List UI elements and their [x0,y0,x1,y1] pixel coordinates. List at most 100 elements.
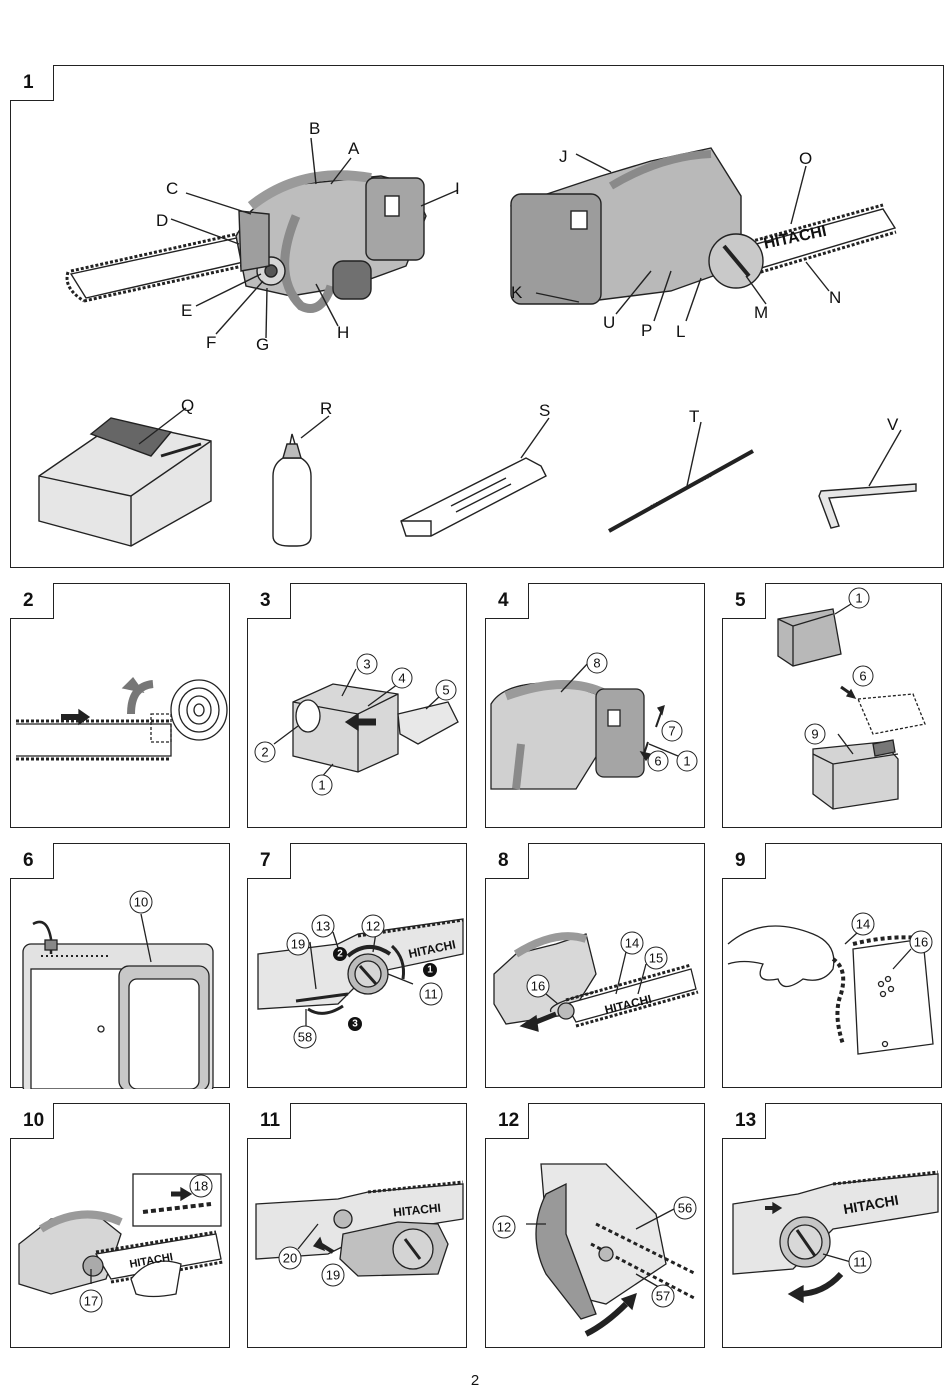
figure-4-drawing: 8 7 6 1 [490,652,698,790]
figure-13-drawing: HITACHI 11 [732,1170,939,1304]
callout-15: 15 [644,946,668,970]
callout-12: 12 [492,1215,516,1239]
figure-number: 2 [10,583,54,619]
figure-7-drawing: HITACHI 19 13 12 11 58 1 2 3 [257,914,464,1049]
figure-3-drawing: 3 4 5 2 1 [254,653,459,796]
callout-8: 8 [586,652,608,674]
callout-10: 10 [129,890,153,914]
figure-10: 10 HITACHI 18 17 [10,1103,230,1348]
svg-text:17: 17 [84,1294,98,1309]
callout-16: 16 [526,974,550,998]
label-d: D [156,211,168,230]
callout-12: 12 [361,914,385,938]
callout-9: 9 [804,723,826,745]
figure-number: 8 [485,843,529,879]
label-q: Q [181,396,194,415]
label-u: U [603,313,615,332]
label-g: G [256,335,269,354]
svg-text:58: 58 [298,1030,312,1045]
label-c: C [166,179,178,198]
svg-text:7: 7 [668,724,675,739]
label-v: V [887,415,899,434]
svg-text:10: 10 [134,895,148,910]
callout-6: 6 [852,665,874,687]
callout-56: 56 [673,1196,697,1220]
svg-text:1: 1 [427,965,433,976]
callout-20: 20 [278,1246,302,1270]
figure-2-drawing [16,676,228,761]
figure-number: 1 [10,65,54,101]
callout-16: 16 [909,930,933,954]
callout-14: 14 [620,931,644,955]
callout-11: 11 [848,1250,872,1274]
figure-9: 9 14 16 [722,843,942,1088]
label-p: P [641,321,652,340]
svg-text:6: 6 [859,669,866,684]
label-r: R [320,399,332,418]
svg-text:11: 11 [424,987,438,1002]
label-l: L [676,322,685,341]
figure-number: 11 [247,1103,291,1139]
label-n: N [829,288,841,307]
label-h: H [337,323,349,342]
figure-number: 5 [722,583,766,619]
figure-8-drawing: HITACHI 14 15 16 [493,931,699,1032]
svg-text:1: 1 [855,591,862,606]
callout-14: 14 [851,912,875,936]
figure-7: 7 HITACHI 19 13 12 11 58 1 2 3 [247,843,467,1088]
callout-5: 5 [435,679,457,701]
figure-number: 7 [247,843,291,879]
label-k: K [511,283,523,302]
svg-text:20: 20 [283,1251,297,1266]
figure-number: 12 [485,1103,529,1139]
figure-13: 13 HITACHI 11 [722,1103,942,1348]
figure-4: 4 8 7 6 1 [485,583,705,828]
callout-2: 2 [254,741,276,763]
svg-text:12: 12 [366,919,380,934]
svg-text:13: 13 [316,919,330,934]
figure-11: 11 HITACHI 20 19 [247,1103,467,1348]
callout-19: 19 [286,932,310,956]
figure-3: 3 3 4 5 2 1 [247,583,467,828]
label-a: A [348,139,360,158]
label-s: S [539,401,550,420]
figure-number: 4 [485,583,529,619]
figure-9-drawing: 14 16 [727,912,934,1055]
figure-1-drawing: HITACHI B A C D E F G H I J K L M N O P … [38,119,917,547]
label-o: O [799,149,812,168]
figure-12: 12 12 56 57 [485,1103,705,1348]
svg-text:16: 16 [914,935,928,950]
figure-6-drawing: 10 [22,890,214,1089]
svg-text:15: 15 [649,951,663,966]
callout-19: 19 [321,1263,345,1287]
svg-text:14: 14 [625,936,639,951]
svg-text:1: 1 [318,778,325,793]
page-number: 2 [470,1372,480,1389]
label-m: M [754,303,768,322]
callout-58: 58 [293,1025,317,1049]
label-j: J [559,147,568,166]
svg-text:4: 4 [398,671,405,686]
figure-11-drawing: HITACHI 20 19 [255,1180,464,1287]
svg-text:3: 3 [363,657,370,672]
svg-text:5: 5 [442,683,449,698]
figure-number: 9 [722,843,766,879]
svg-text:19: 19 [291,937,305,952]
figure-1: 1 [10,65,944,568]
label-b: B [309,119,320,138]
svg-text:3: 3 [352,1019,358,1030]
callout-13: 13 [311,914,335,938]
figure-number: 10 [10,1103,54,1139]
svg-text:8: 8 [593,656,600,671]
figure-12-drawing: 12 56 57 [492,1163,697,1337]
callout-7: 7 [661,720,683,742]
callout-6: 6 [647,750,669,772]
callout-57: 57 [651,1284,675,1308]
figure-5-drawing: 1 6 9 [777,587,926,810]
svg-text:2: 2 [261,745,268,760]
svg-text:16: 16 [531,979,545,994]
callout-18: 18 [189,1174,213,1198]
callout-1: 1 [311,774,333,796]
callout-17: 17 [79,1289,103,1313]
svg-text:18: 18 [194,1179,208,1194]
